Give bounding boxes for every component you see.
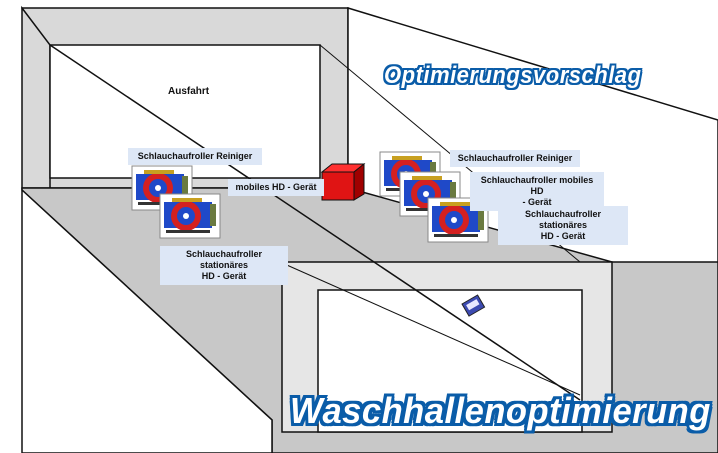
- label-cleaner-reel-right: Schlauchaufroller Reiniger: [450, 150, 580, 167]
- label-stationary-right-line1: Schlauchaufroller stationäres: [524, 209, 602, 230]
- label-stationary-right-line2: HD - Gerät: [540, 231, 586, 241]
- label-mobile-hd-left: mobiles HD - Gerät: [228, 179, 324, 196]
- label-stationary-reel-right: Schlauchaufroller stationäres HD - Gerät: [498, 206, 628, 245]
- exit-opening: [49, 44, 321, 179]
- label-stationary-reel-left: Schlauchaufroller stationäres HD - Gerät: [160, 246, 288, 285]
- label-cleaner-reel-left: Schlauchaufroller Reiniger: [128, 148, 262, 165]
- subtitle-optimierungsvorschlag: Optimierungsvorschlag: [384, 62, 642, 89]
- front-opening: [317, 289, 583, 433]
- diagonal-line-1: [49, 44, 581, 401]
- title-waschhallenoptimierung: Waschhallenoptimierung: [290, 390, 711, 431]
- red-box: [320, 162, 366, 201]
- exit-label: Ausfahrt: [168, 86, 210, 97]
- left-lower-wall: [21, 188, 273, 453]
- label-mobile-right-line2: - Gerät: [522, 197, 552, 207]
- diagonal-line-3: [279, 261, 581, 396]
- device-icon: [461, 294, 486, 317]
- label-stationary-left-line2: HD - Gerät: [201, 271, 247, 281]
- label-stationary-left-line1: Schlauchaufroller stationäres: [185, 249, 263, 270]
- label-mobile-right-line1: Schlauchaufroller mobiles HD: [480, 175, 594, 196]
- reel-image-left-2: [159, 193, 221, 239]
- label-mobile-reel-right: Schlauchaufroller mobiles HD - Gerät: [470, 172, 604, 211]
